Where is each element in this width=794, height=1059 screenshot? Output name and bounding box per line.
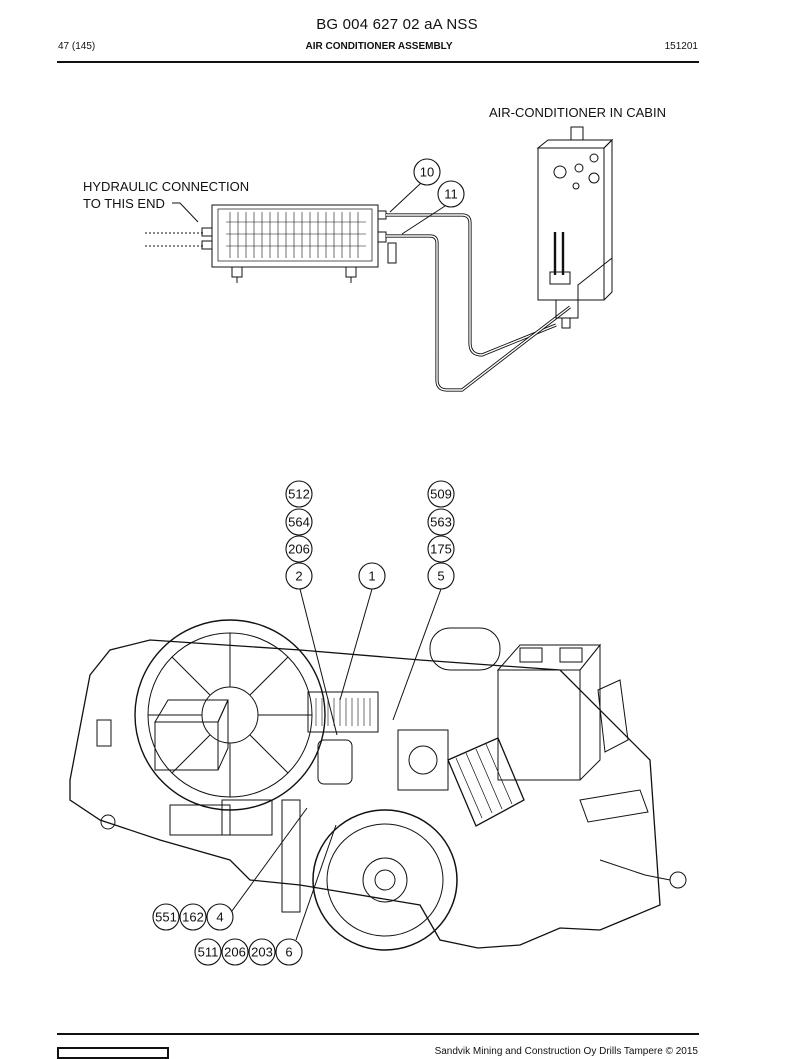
svg-text:1: 1 (368, 569, 375, 584)
svg-text:11: 11 (444, 187, 458, 202)
callout-206: 206 (285, 535, 313, 563)
callout-1: 1 (358, 562, 386, 590)
callout-512: 512 (285, 480, 313, 508)
callout-2: 2 (285, 562, 313, 590)
company-logo (57, 1047, 169, 1059)
svg-text:5: 5 (437, 569, 444, 584)
svg-text:563: 563 (430, 515, 452, 530)
callout-10: 10 (413, 158, 441, 186)
revision-date: 151201 (664, 41, 698, 52)
svg-text:6: 6 (285, 945, 292, 960)
hydraulic-label-line2: TO THIS END (83, 196, 165, 211)
callout-4: 4 (206, 903, 234, 931)
callout-162: 162 (179, 903, 207, 931)
cabin-label: AIR-CONDITIONER IN CABIN (489, 105, 666, 120)
callout-206-b: 206 (221, 938, 249, 966)
svg-text:2: 2 (295, 569, 302, 584)
callout-551: 551 (152, 903, 180, 931)
svg-text:175: 175 (430, 542, 452, 557)
svg-text:512: 512 (288, 487, 310, 502)
svg-text:206: 206 (224, 945, 246, 960)
hydraulic-label-line1: HYDRAULIC CONNECTION (83, 179, 250, 194)
svg-text:511: 511 (198, 945, 219, 960)
page-number: 47 (145) (58, 41, 96, 52)
callout-509: 509 (427, 480, 455, 508)
svg-text:10: 10 (420, 165, 434, 180)
callout-563: 563 (427, 508, 455, 536)
callout-564: 564 (285, 508, 313, 536)
svg-text:509: 509 (430, 487, 452, 502)
header-divider (57, 61, 699, 63)
callout-11: 11 (437, 180, 465, 208)
callout-6: 6 (275, 938, 303, 966)
footer-divider (57, 1033, 699, 1035)
section-title: AIR CONDITIONER ASSEMBLY (305, 41, 453, 52)
callout-511: 511 (194, 938, 222, 966)
svg-text:203: 203 (251, 945, 273, 960)
callout-203: 203 (248, 938, 276, 966)
copyright-text: Sandvik Mining and Construction Oy Drill… (434, 1046, 698, 1057)
callout-5: 5 (427, 562, 455, 590)
svg-text:4: 4 (216, 910, 223, 925)
callout-175: 175 (427, 535, 455, 563)
document-code: BG 004 627 02 aA NSS (316, 16, 478, 33)
svg-text:206: 206 (288, 542, 310, 557)
svg-text:551: 551 (155, 910, 177, 925)
svg-text:564: 564 (288, 515, 310, 530)
svg-text:162: 162 (182, 910, 204, 925)
